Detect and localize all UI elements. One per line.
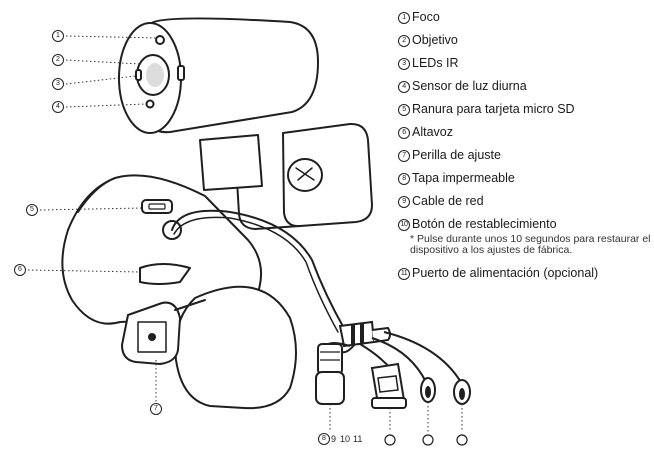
legend-number: 3 [398, 58, 410, 70]
callout-1: 1 [52, 30, 64, 42]
legend-number: 7 [398, 150, 410, 162]
port-marker-11 [456, 434, 468, 446]
waterproof-cap [317, 343, 343, 375]
callout-3: 3 [52, 78, 64, 90]
legend-number: 11 [398, 268, 410, 280]
legend-label: Botón de restablecimiento [412, 217, 557, 231]
legend-label: Tapa impermeable [412, 171, 515, 185]
legend-item-4: 4 Sensor de luz diurna [398, 79, 652, 94]
legend-label: Foco [412, 10, 440, 24]
bottom-mount-plate [174, 285, 297, 410]
legend-label: Altavoz [412, 125, 453, 139]
port-label-10: 10 [340, 434, 351, 444]
ir-led-left [135, 69, 142, 81]
callout-4: 4 [52, 101, 64, 113]
port-label-11: 11 [353, 434, 363, 444]
legend-item-10: 10 Botón de restablecimiento [398, 217, 652, 232]
legend-label: Cable de red [412, 194, 484, 208]
speaker-cover [139, 263, 191, 285]
legend-number: 2 [398, 35, 410, 47]
legend-item-9: 9 Cable de red [398, 194, 652, 209]
spotlight-icon [155, 35, 165, 45]
legend-item-8: 8 Tapa impermeable [398, 171, 652, 186]
callout-6: 6 [14, 264, 26, 276]
callout-8: 8 [318, 433, 330, 445]
port-marker-10 [422, 434, 434, 446]
legend-number: 9 [398, 196, 410, 208]
legend-label: Perilla de ajuste [412, 148, 501, 162]
daylight-sensor-icon [145, 99, 155, 109]
top-knob [287, 158, 323, 192]
cable-hub [338, 320, 376, 348]
port-label-9: 9 [331, 434, 337, 444]
legend-label: Puerto de alimentación (opcional) [412, 266, 599, 280]
reset-note: * Pulse durante unos 10 segundos para re… [410, 233, 651, 256]
top-mount-plate [282, 122, 373, 228]
legend-item-7: 7 Perilla de ajuste [398, 148, 652, 163]
legend-label: Objetivo [412, 33, 458, 47]
legend-item-11: 11 Puerto de alimentación (opcional) [398, 266, 652, 281]
ir-led-right [177, 65, 185, 81]
legend-number: 8 [398, 173, 410, 185]
legend-item-5: 5 Ranura para tarjeta micro SD [398, 102, 652, 117]
legend-item-3: 3 LEDs IR [398, 56, 652, 71]
top-arm [199, 134, 263, 191]
legend-number: 1 [398, 12, 410, 24]
legend-item-2: 2 Objetivo [398, 33, 652, 48]
legend-label: LEDs IR [412, 56, 459, 70]
parts-legend: 1 Foco 2 Objetivo 3 LEDs IR 4 Sensor de … [398, 10, 652, 281]
legend-item-1: 1 Foco [398, 10, 652, 25]
legend-number: 6 [398, 127, 410, 139]
callout-7: 7 [150, 403, 162, 415]
legend-number: 5 [398, 104, 410, 116]
legend-number: 10 [398, 219, 410, 231]
legend-label: Ranura para tarjeta micro SD [412, 102, 575, 116]
legend-item-6: 6 Altavoz [398, 125, 652, 140]
callout-2: 2 [52, 54, 64, 66]
network-cable [171, 209, 346, 331]
callout-5: 5 [26, 204, 38, 216]
port-marker-9 [384, 434, 396, 446]
legend-number: 4 [398, 81, 410, 93]
legend-label: Sensor de luz diurna [412, 79, 527, 93]
